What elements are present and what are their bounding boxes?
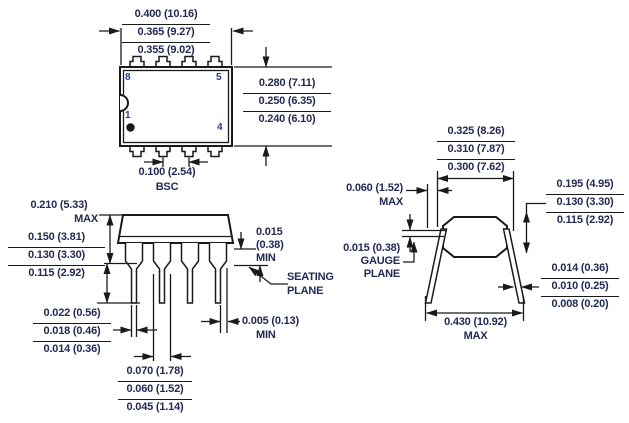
dim-value: 0.210 (5.33) bbox=[30, 199, 88, 211]
dim-lead-height: 0.195 (4.95) 0.130 (3.30) 0.115 (2.92) bbox=[546, 177, 624, 230]
dim-max-span: 0.430 (10.92) MAX bbox=[428, 315, 523, 343]
top-view-lead bbox=[155, 55, 171, 67]
end-view-lead bbox=[502, 228, 526, 304]
dim-lead-thickness: 0.014 (0.36) 0.010 (0.25) 0.008 (0.20) bbox=[541, 261, 619, 314]
label-text: GAUGE bbox=[360, 255, 401, 267]
dim-value: 0.014 (0.36) bbox=[541, 261, 619, 279]
dim-value: 0.018 (0.46) bbox=[33, 324, 111, 342]
top-view-lead bbox=[129, 55, 145, 67]
dim-value: 0.008 (0.20) bbox=[551, 298, 609, 310]
dim-note: MIN bbox=[256, 252, 276, 264]
front-view-lead bbox=[180, 243, 200, 304]
dim-value: 0.355 (9.02) bbox=[137, 44, 195, 56]
end-view-lead bbox=[424, 228, 448, 304]
dim-note: MAX bbox=[379, 196, 403, 208]
seating-plane-leader bbox=[248, 266, 288, 285]
dim-value: 0.250 (6.35) bbox=[243, 94, 331, 112]
dim-note: MAX bbox=[463, 330, 488, 342]
dim-value: (0.38) bbox=[256, 239, 284, 251]
dim-standoff: 0.015 (0.38) MIN bbox=[256, 226, 300, 265]
front-view-lead bbox=[208, 243, 228, 304]
dim-lead-length: 0.150 (3.81) 0.130 (3.30) 0.115 (2.92) bbox=[8, 230, 105, 283]
dim-note: MIN bbox=[256, 329, 276, 341]
dim-value: 0.115 (2.92) bbox=[28, 267, 85, 279]
label-text: PLANE bbox=[363, 268, 400, 280]
dim-value: 0.150 (3.81) bbox=[8, 230, 105, 248]
dim-value: 0.060 (1.52) bbox=[346, 182, 403, 194]
dim-lead-pitch: 0.100 (2.54) BSC bbox=[131, 165, 203, 195]
pin1-dot bbox=[126, 123, 135, 132]
dim-overall-width: 0.400 (10.16) 0.365 (9.27) 0.355 (9.02) bbox=[122, 7, 210, 60]
dim-gauge-plane: 0.015 (0.38) GAUGE PLANE bbox=[330, 242, 400, 281]
dim-value: 0.060 (1.52) bbox=[118, 382, 192, 400]
dim-value: 0.430 (10.92) bbox=[444, 316, 507, 328]
dim-value: 0.100 (2.54) bbox=[138, 166, 196, 178]
dim-value: 0.010 (0.25) bbox=[541, 279, 619, 297]
front-view-lead bbox=[124, 243, 144, 304]
dim-value: 0.070 (1.78) bbox=[118, 364, 192, 382]
top-view-lead bbox=[207, 55, 223, 67]
pin-number-4: 4 bbox=[217, 122, 223, 133]
dim-value: 0.365 (9.27) bbox=[122, 25, 210, 43]
dim-value: 0.014 (0.36) bbox=[43, 343, 101, 355]
dim-lead-span: 0.325 (8.26) 0.310 (7.87) 0.300 (7.62) bbox=[437, 124, 515, 177]
dim-value: 0.310 (7.87) bbox=[437, 142, 515, 160]
dim-value: 0.300 (7.62) bbox=[447, 161, 505, 173]
top-view-lead bbox=[181, 146, 197, 158]
front-view-lead bbox=[152, 243, 172, 304]
top-view-lead bbox=[155, 146, 171, 158]
pin-number-1: 1 bbox=[125, 110, 131, 121]
dim-value: 0.400 (10.16) bbox=[122, 7, 210, 25]
top-view-drawing bbox=[99, 27, 332, 167]
dim-body-depth: 0.280 (7.11) 0.250 (6.35) 0.240 (6.10) bbox=[243, 76, 331, 129]
dim-value: 0.022 (0.56) bbox=[33, 306, 111, 324]
dim-height-max: 0.210 (5.33) MAX bbox=[20, 198, 99, 226]
pin-number-5: 5 bbox=[216, 72, 222, 83]
dim-value: 0.280 (7.11) bbox=[243, 76, 331, 94]
end-view-drawing bbox=[402, 171, 546, 321]
seating-plane-label: SEATING PLANE bbox=[287, 270, 349, 298]
pin1-notch bbox=[119, 94, 129, 112]
dim-lead-width: 0.022 (0.56) 0.018 (0.46) 0.014 (0.36) bbox=[33, 306, 111, 359]
dim-note: MAX bbox=[74, 213, 98, 225]
dim-overhang: 0.060 (1.52) MAX bbox=[333, 181, 403, 209]
dim-value: 0.015 bbox=[256, 226, 283, 238]
dim-value: 0.115 (2.92) bbox=[556, 214, 614, 226]
label-text: PLANE bbox=[287, 285, 324, 297]
dim-value: 0.240 (6.10) bbox=[258, 113, 316, 125]
dim-value: 0.015 (0.38) bbox=[343, 242, 400, 254]
dim-value: 0.130 (3.30) bbox=[8, 248, 105, 266]
dim-note: BSC bbox=[155, 181, 179, 193]
dim-shoulder-width: 0.070 (1.78) 0.060 (1.52) 0.045 (1.14) bbox=[118, 364, 192, 417]
dim-tip-clearance: 0.005 (0.13) MIN bbox=[242, 314, 330, 342]
dim-value: 0.195 (4.95) bbox=[546, 177, 624, 195]
end-view-body bbox=[442, 216, 508, 258]
dim-value: 0.325 (8.26) bbox=[437, 124, 515, 142]
top-view-lead bbox=[181, 55, 197, 67]
label-text: SEATING bbox=[287, 271, 334, 283]
gauge-plane-leader bbox=[403, 241, 418, 263]
top-view-lead bbox=[129, 146, 145, 158]
dim-value: 0.045 (1.14) bbox=[126, 401, 184, 413]
dim-value: 0.130 (3.30) bbox=[546, 195, 624, 213]
pin-number-8: 8 bbox=[125, 72, 131, 83]
top-view-lead bbox=[207, 146, 223, 158]
front-view-drawing bbox=[97, 214, 288, 361]
front-view-body bbox=[116, 214, 235, 244]
dim-value: 0.005 (0.13) bbox=[242, 315, 299, 327]
